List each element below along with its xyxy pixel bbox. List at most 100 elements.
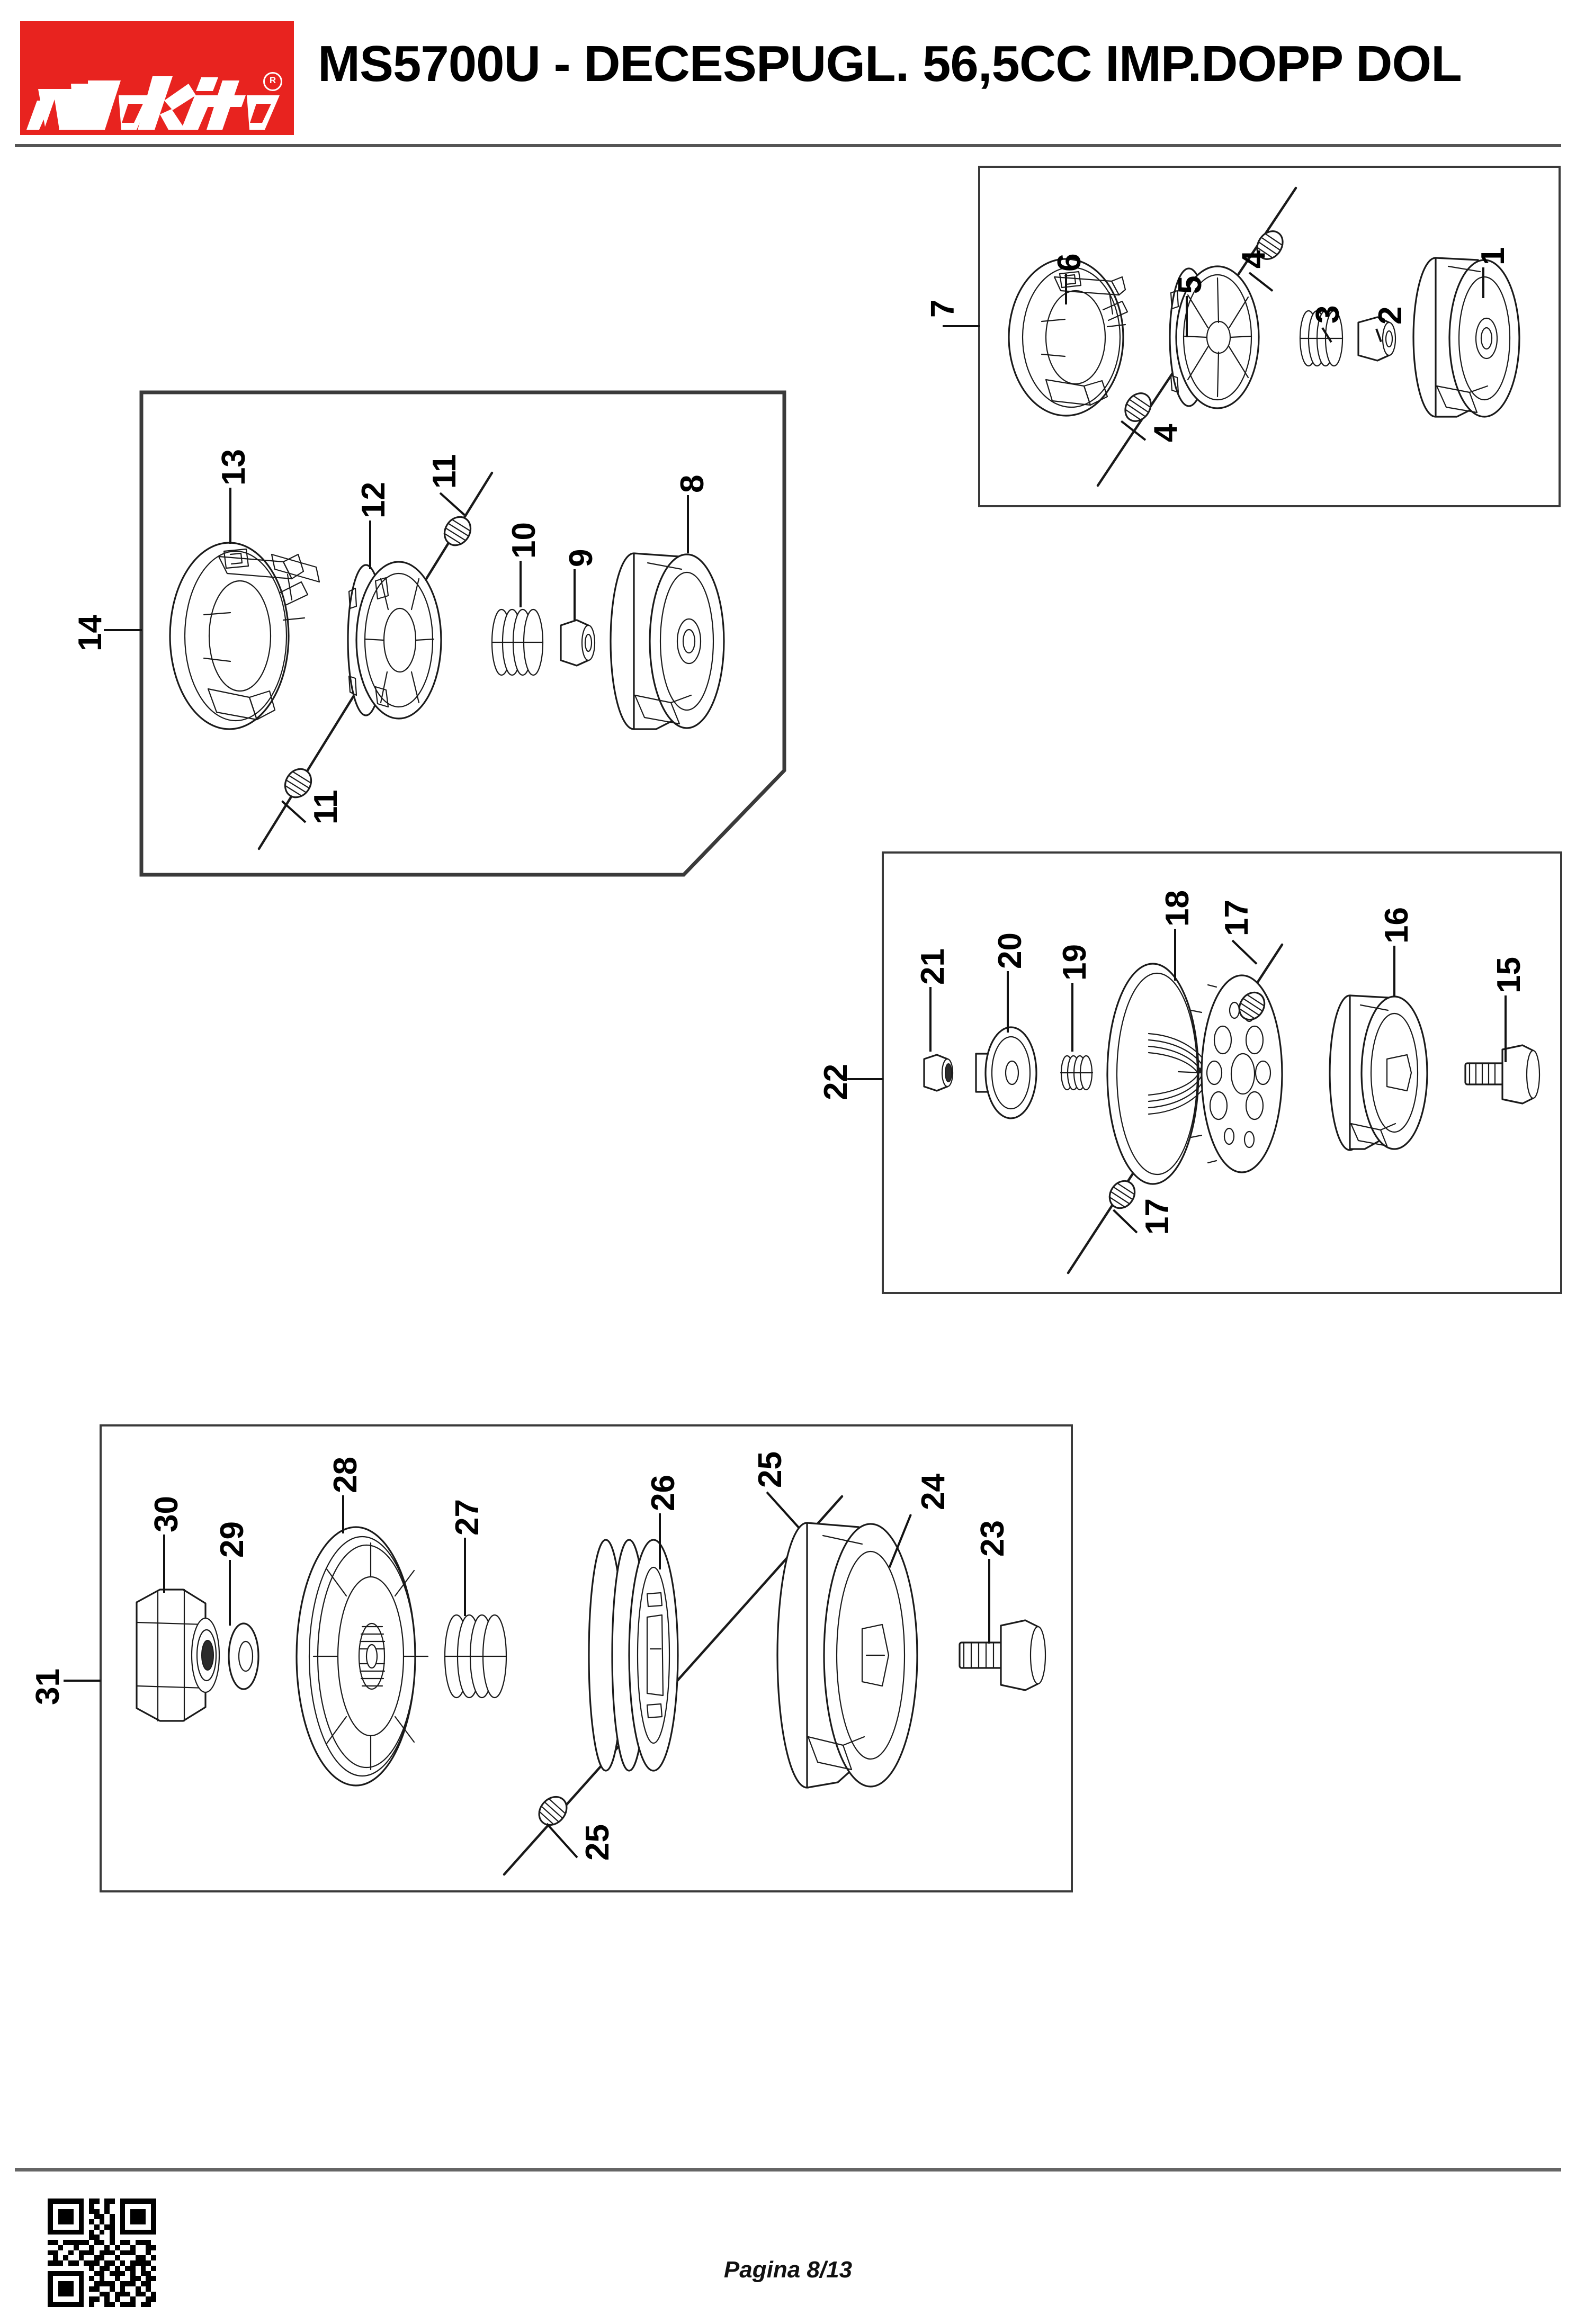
part-6-housing <box>1008 258 1129 417</box>
group-label-7: 7 <box>925 299 961 318</box>
part-5-rotor <box>1169 265 1260 409</box>
leader-9 <box>574 569 576 620</box>
leader-29 <box>229 1560 231 1626</box>
part-29-washer <box>228 1622 259 1690</box>
callout-12: 12 <box>355 482 392 518</box>
footer-divider <box>15 2168 1561 2172</box>
leader-8 <box>687 495 689 553</box>
callout-19: 19 <box>1056 944 1093 981</box>
leader-13 <box>229 488 231 544</box>
callout-6: 6 <box>1051 253 1088 272</box>
callout-9: 9 <box>563 549 599 567</box>
part-11-grommet-lower <box>284 768 312 798</box>
part-18-spool <box>1106 963 1283 1185</box>
panel-14-content: 13 12 11 11 10 9 8 <box>141 392 782 873</box>
part-9-nut <box>560 619 596 667</box>
leader-30 <box>163 1535 165 1593</box>
leader-1 <box>1482 267 1484 298</box>
callout-28: 28 <box>327 1457 364 1493</box>
callout-29: 29 <box>214 1521 250 1558</box>
callout-11-upper: 11 <box>426 454 463 489</box>
callout-17-upper: 17 <box>1219 900 1255 936</box>
qr-code-matrix <box>48 2199 156 2307</box>
parts-group-panel-7[interactable]: 6 5 4 4 3 2 1 <box>978 166 1561 507</box>
leader-12 <box>369 521 371 569</box>
callout-21: 21 <box>915 948 951 985</box>
panel-14-frame <box>139 390 786 877</box>
callout-10: 10 <box>506 522 542 559</box>
exploded-view-22 <box>923 943 1541 1275</box>
leader-18 <box>1174 929 1176 981</box>
part-20-flange <box>975 1026 1037 1119</box>
leader-15 <box>1505 995 1507 1062</box>
part-13-housing <box>169 542 320 730</box>
callout-27: 27 <box>449 1499 486 1536</box>
part-23-bolt <box>959 1619 1046 1691</box>
callout-23: 23 <box>974 1520 1011 1557</box>
makita-logo: R <box>20 21 294 135</box>
leader-21 <box>929 987 932 1052</box>
parts-group-panel-31[interactable]: 30 29 28 27 26 25 25 24 23 <box>100 1424 1073 1892</box>
leader-19 <box>1071 983 1073 1052</box>
part-21-nut <box>923 1054 954 1092</box>
part-1-cup <box>1412 257 1520 418</box>
exploded-view-31 <box>136 1495 1046 1876</box>
leader-27 <box>464 1538 466 1616</box>
callout-3: 3 <box>1310 305 1346 324</box>
callout-13: 13 <box>216 449 252 486</box>
part-19-spring <box>1060 1055 1094 1091</box>
callout-30: 30 <box>148 1496 185 1532</box>
group-leader-14 <box>104 629 142 631</box>
qr-code-icon[interactable] <box>48 2199 156 2307</box>
leader-23 <box>988 1559 990 1644</box>
exploded-view-14 <box>169 471 725 850</box>
exploded-view-7 <box>1008 186 1520 487</box>
callout-4-upper: 4 <box>1235 250 1272 268</box>
callout-1: 1 <box>1475 247 1511 265</box>
makita-wordmark <box>26 76 280 135</box>
group-label-14: 14 <box>72 615 109 651</box>
part-16-cover <box>1329 994 1428 1151</box>
group-label-31: 31 <box>30 1668 66 1705</box>
group-leader-7 <box>943 325 980 327</box>
callout-15: 15 <box>1491 957 1527 993</box>
leader-20 <box>1007 971 1009 1033</box>
page-number: Pagina 8/13 <box>723 2257 853 2283</box>
leader-10 <box>520 561 522 607</box>
leader-16 <box>1393 946 1395 997</box>
part-4-grommet-lower <box>1124 392 1152 422</box>
callout-5: 5 <box>1172 275 1208 294</box>
group-leader-31 <box>64 1680 101 1682</box>
callout-17-lower: 17 <box>1139 1198 1176 1235</box>
part-17-grommet-upper <box>1238 991 1266 1021</box>
callout-25-upper: 25 <box>752 1451 789 1488</box>
callout-2: 2 <box>1372 306 1409 325</box>
parts-group-panel-22[interactable]: 21 20 19 18 17 17 16 15 <box>882 851 1562 1294</box>
callout-20: 20 <box>992 932 1028 969</box>
callout-16: 16 <box>1378 907 1415 944</box>
callout-26: 26 <box>645 1475 682 1511</box>
header-divider <box>15 144 1561 147</box>
callout-24: 24 <box>915 1474 952 1510</box>
part-27-spring <box>444 1614 507 1699</box>
leader-26 <box>659 1513 661 1569</box>
part-10-spring <box>491 608 544 676</box>
part-4-grommet-upper <box>1256 230 1284 260</box>
callout-18: 18 <box>1159 890 1196 927</box>
registered-trademark-icon: R <box>263 72 282 91</box>
group-label-22: 22 <box>818 1064 854 1100</box>
page-title: MS5700U - DECESPUGL. 56,5CC IMP.DOPP DOL <box>318 35 1462 92</box>
callout-4-lower: 4 <box>1148 424 1184 442</box>
callout-8: 8 <box>674 474 711 493</box>
part-26-plate <box>588 1539 679 1772</box>
group-leader-22 <box>847 1078 883 1080</box>
leader-6 <box>1065 274 1067 304</box>
part-8-cup <box>610 552 725 730</box>
part-3-spring <box>1299 310 1344 367</box>
callout-11-lower: 11 <box>308 789 344 824</box>
part-2-nut <box>1357 316 1396 362</box>
part-24-cup <box>776 1522 918 1789</box>
leader-5 <box>1186 296 1188 337</box>
part-28-drum <box>296 1526 429 1787</box>
part-15-bolt <box>1464 1044 1541 1105</box>
